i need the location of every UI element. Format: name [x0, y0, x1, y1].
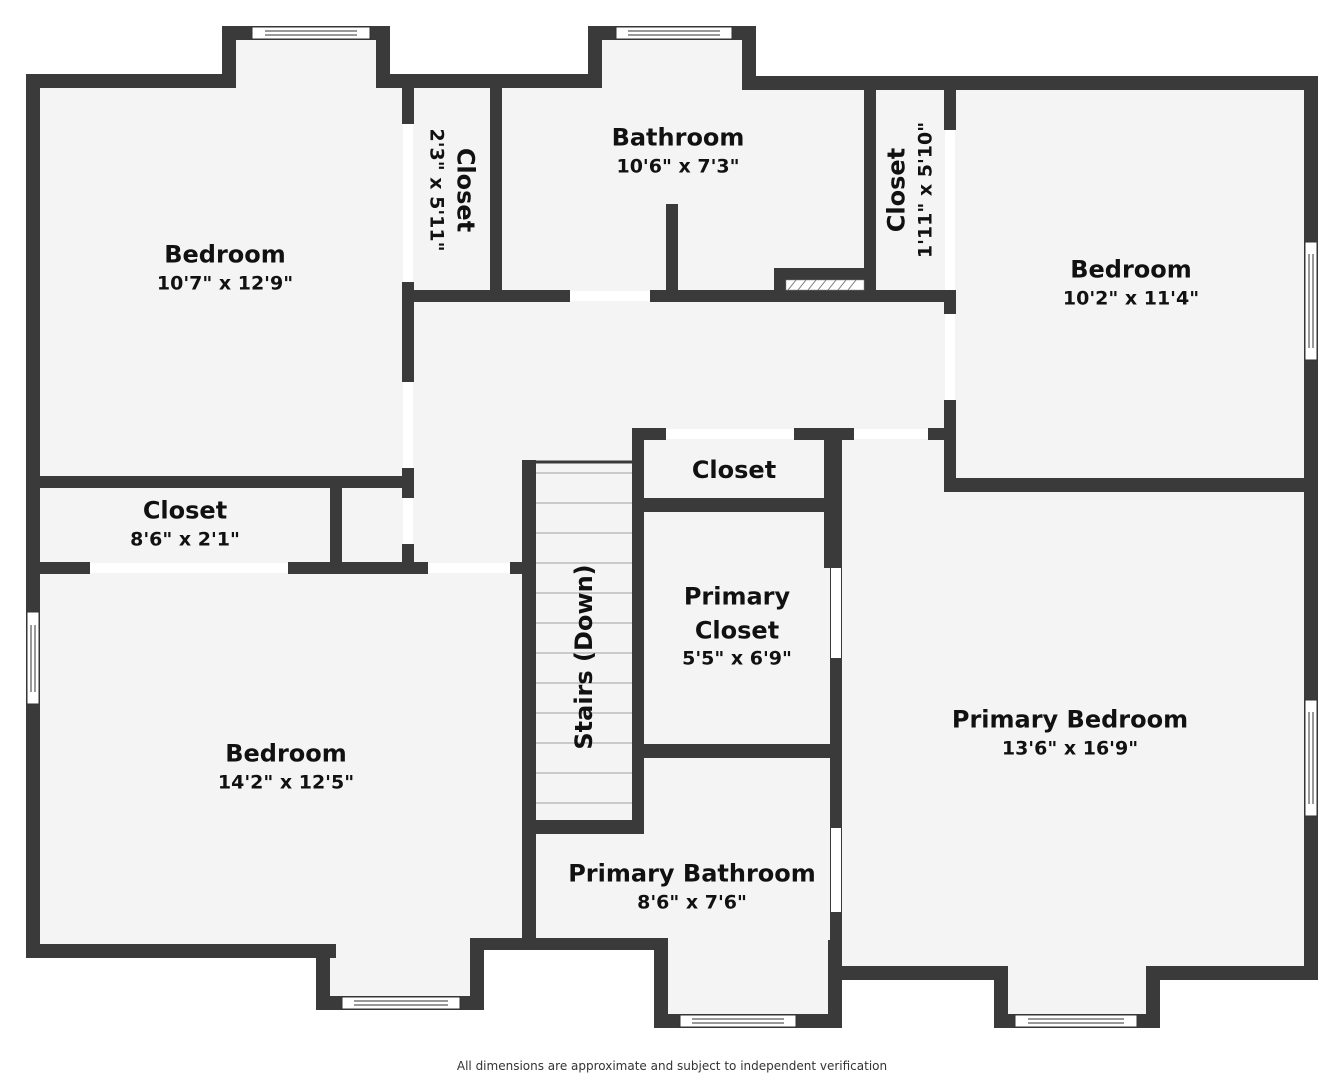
room-name: Bathroom: [611, 123, 745, 152]
room-name: Primary Bathroom: [568, 859, 816, 888]
room-bedroom-sw: Bedroom 14'2" x 12'5": [218, 740, 354, 793]
room-closet-n2: Closet 1'11" x 5'10": [882, 121, 936, 259]
openings: [90, 124, 955, 912]
room-stairs: Stairs (Down): [570, 564, 599, 750]
room-name: Closet: [142, 496, 228, 525]
room-dimensions: 13'6" x 16'9": [1001, 736, 1139, 759]
room-name: Closet: [451, 147, 480, 233]
room-name: Bedroom: [164, 240, 286, 269]
hatched-shaft: [785, 279, 865, 291]
room-bedroom-ne: Bedroom 10'2" x 11'4": [1063, 256, 1199, 309]
room-dimensions: 1'11" x 5'10": [913, 121, 936, 259]
room-closet-n1: Closet 2'3" x 5'11": [425, 128, 480, 252]
room-name: Bedroom: [225, 739, 347, 768]
room-name: Primary Bedroom: [951, 705, 1189, 734]
room-closet-c: Closet: [692, 457, 776, 485]
room-name: Stairs (Down): [570, 564, 599, 750]
room-dimensions: 10'6" x 7'3": [616, 154, 740, 177]
room-name: Closet: [882, 147, 911, 233]
room-bedroom-nw: Bedroom 10'7" x 12'9": [157, 241, 293, 294]
room-dimensions: 2'3" x 5'11": [426, 128, 449, 252]
room-dimensions: 14'2" x 12'5": [217, 770, 355, 793]
room-dimensions: 8'6" x 2'1": [130, 527, 240, 550]
room-name-line1: Primary: [683, 582, 791, 611]
room-closet-w: Closet 8'6" x 2'1": [130, 497, 240, 550]
room-name-line2: Closet: [694, 616, 780, 645]
room-dimensions: 10'7" x 12'9": [156, 271, 294, 294]
room-dimensions: 10'2" x 11'4": [1062, 286, 1200, 309]
room-name: Closet: [691, 456, 777, 485]
room-bathroom: Bathroom 10'6" x 7'3": [612, 124, 745, 177]
room-dimensions: 5'5" x 6'9": [682, 647, 792, 670]
room-primary-bedroom: Primary Bedroom 13'6" x 16'9": [952, 706, 1188, 759]
disclaimer-text: All dimensions are approximate and subje…: [456, 1059, 888, 1073]
room-primary-bathroom: Primary Bathroom 8'6" x 7'6": [568, 860, 816, 913]
room-dimensions: 8'6" x 7'6": [637, 890, 747, 913]
windows: [26, 26, 1318, 1028]
room-primary-closet: Primary Closet 5'5" x 6'9": [682, 583, 792, 670]
room-name: Bedroom: [1070, 255, 1192, 284]
stair-treads: [536, 460, 632, 804]
